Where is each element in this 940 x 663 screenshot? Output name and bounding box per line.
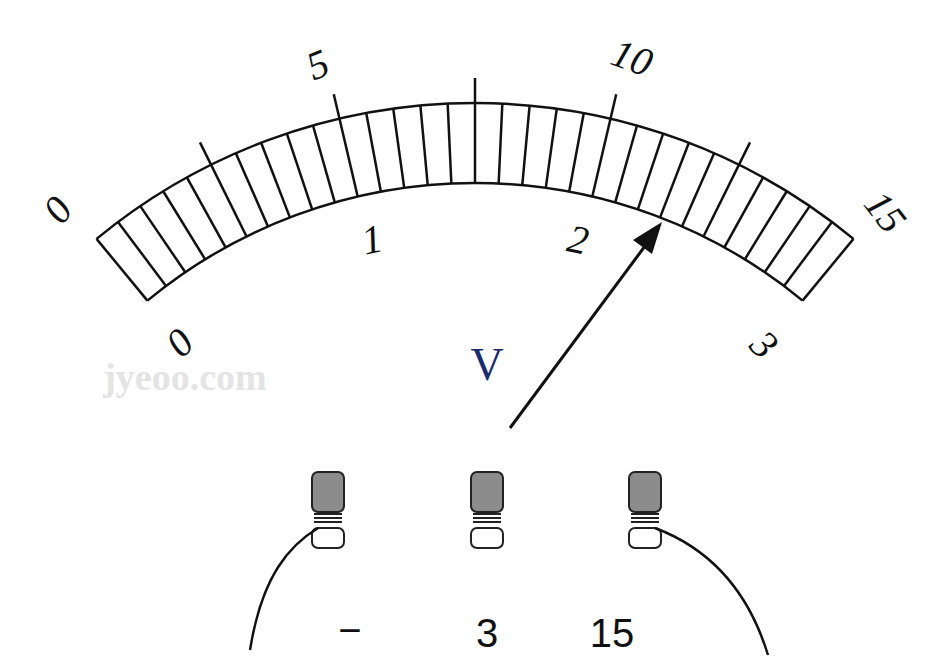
inner-arc [147, 183, 802, 301]
wire [655, 528, 768, 655]
unit-symbol: V [470, 342, 503, 388]
terminal-cap [629, 472, 661, 512]
minor-tick [420, 106, 427, 186]
minor-tick [638, 134, 663, 210]
minor-tick [803, 239, 854, 301]
major-tick [592, 94, 616, 196]
terminal-thread [631, 513, 659, 515]
minor-tick [393, 109, 404, 188]
scale-number: 5 [301, 43, 335, 88]
minor-tick [569, 113, 584, 192]
minor-tick [287, 134, 312, 210]
minor-tick [522, 106, 529, 186]
scale-number: 0 [36, 190, 80, 230]
minor-tick [784, 222, 832, 286]
terminal-thread [314, 513, 342, 515]
scale-number: 2 [564, 218, 592, 261]
minor-tick [313, 125, 335, 202]
terminal-thread [473, 513, 501, 515]
terminal-label: 3 [476, 613, 498, 653]
terminal-label: − [338, 610, 361, 650]
terminal-thread [631, 517, 659, 519]
wire [250, 528, 318, 650]
minor-tick [499, 104, 503, 184]
minor-tick [615, 125, 637, 202]
minor-tick [236, 153, 268, 226]
minor-tick [448, 104, 452, 184]
terminal-thread [631, 521, 659, 523]
terminal-cap [312, 472, 344, 512]
scale-number: 10 [606, 32, 657, 83]
minor-tick [546, 109, 557, 188]
pointer-head [633, 222, 662, 254]
terminal-thread [473, 517, 501, 519]
major-tick [703, 142, 750, 236]
minor-tick [366, 113, 381, 192]
minor-tick [261, 143, 290, 218]
minor-tick [660, 143, 689, 218]
terminal-thread [314, 521, 342, 523]
scale-number: 15 [857, 184, 913, 240]
major-tick [334, 94, 358, 196]
terminal-thread [473, 521, 501, 523]
terminal-base [629, 528, 661, 548]
scale-number: 1 [358, 218, 386, 261]
terminal-base [312, 528, 344, 548]
pointer-needle [510, 242, 648, 428]
major-tick [200, 142, 247, 236]
minor-tick [97, 239, 148, 301]
terminal-thread [314, 517, 342, 519]
minor-tick [682, 153, 714, 226]
terminal-label: 15 [590, 613, 635, 653]
watermark: jyeoo.com [103, 358, 267, 396]
minor-tick [187, 177, 226, 247]
scale-number: 3 [743, 324, 785, 366]
terminal-base [471, 528, 503, 548]
terminal-cap [471, 472, 503, 512]
major-tick [474, 78, 477, 183]
